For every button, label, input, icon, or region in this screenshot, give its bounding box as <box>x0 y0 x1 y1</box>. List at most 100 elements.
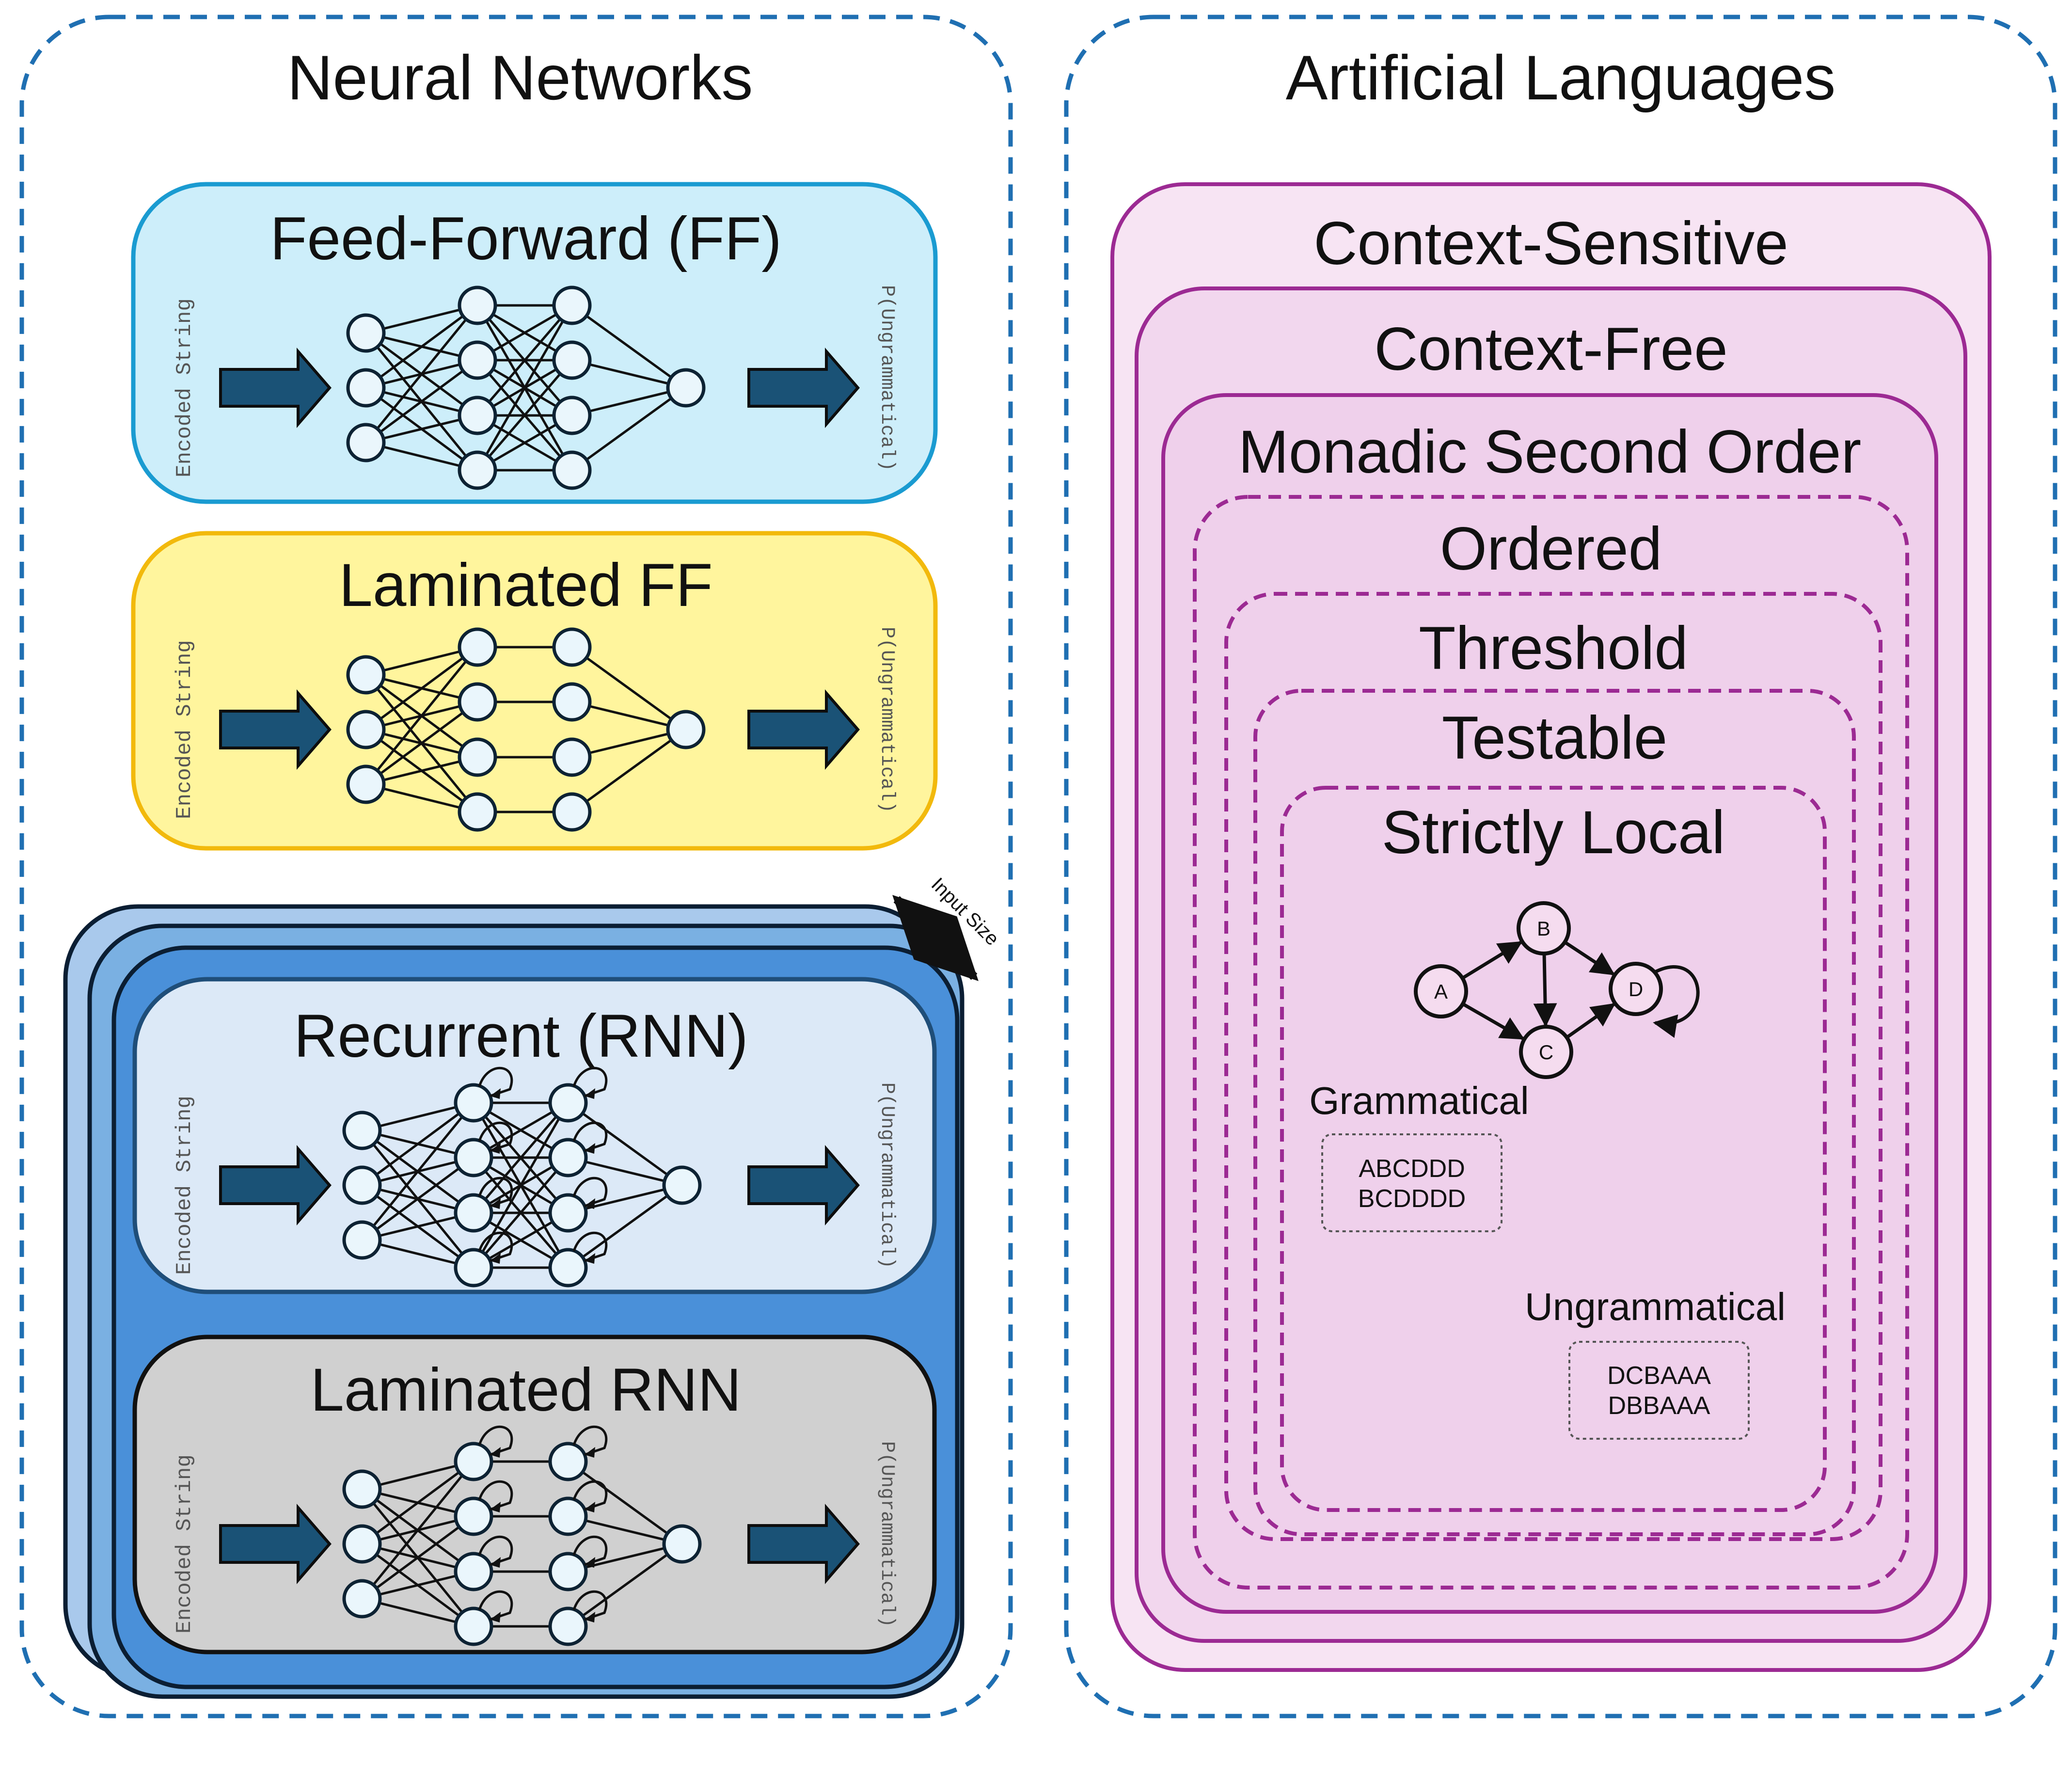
model-box-bg <box>132 977 937 1294</box>
ungrammatical-example: DBBAAA <box>1608 1392 1710 1420</box>
recurrent-loop-icon <box>478 1231 513 1262</box>
neuron-node <box>548 1606 588 1646</box>
neuron-node <box>454 1552 493 1591</box>
recurrent-loop-icon <box>572 1121 608 1152</box>
transition-edge <box>1462 1002 1525 1040</box>
state-node <box>1414 964 1468 1018</box>
neuron-node <box>454 1138 493 1177</box>
recurrent-loop-icon <box>572 1425 608 1456</box>
neuron-node <box>548 1248 588 1288</box>
artificial-languages-title: Artificial Languages <box>1286 42 1836 113</box>
model-title: Recurrent (RNN) <box>294 1002 748 1070</box>
recurrent-loop-icon <box>572 1177 608 1208</box>
transition-edge <box>1533 953 1557 1027</box>
neuron-node <box>346 368 386 408</box>
neural-networks-title: Neural Networks <box>287 42 753 113</box>
neuron-node <box>458 396 497 435</box>
neuron-node <box>458 627 497 667</box>
neuron-node <box>454 1606 493 1646</box>
ungrammatical-examples: Ungrammatical DCBAAA DBBAAA <box>1525 1285 1786 1440</box>
language-class-label: Context-Sensitive <box>1313 210 1788 277</box>
neuron-node <box>346 313 386 353</box>
neuron-node <box>346 710 386 749</box>
transition-edge <box>1564 940 1615 976</box>
language-class-box <box>1280 786 1827 1512</box>
state-label: D <box>1629 978 1643 1001</box>
flow-arrow-icon <box>747 1145 860 1226</box>
recurrent-loop-icon <box>572 1231 608 1262</box>
neuron-node <box>548 1442 588 1481</box>
neuron-node <box>552 737 592 777</box>
recurrent-loop-icon <box>478 1177 513 1208</box>
network-diagram: Encoded String P(Ungrammatical) <box>173 627 898 832</box>
neuron-node <box>552 627 592 667</box>
neuron-node <box>458 340 497 380</box>
neuron-node <box>458 792 497 832</box>
neuron-node <box>454 1442 493 1481</box>
input-label: Encoded String <box>173 1454 197 1634</box>
state-label: B <box>1537 917 1550 940</box>
neuron-node <box>342 1165 382 1205</box>
neuron-node <box>342 1111 382 1150</box>
state-diagram: A B C D <box>1414 901 1700 1079</box>
output-label: P(Ungrammatical) <box>876 1441 898 1627</box>
transition-edge <box>1461 941 1523 980</box>
flow-arrow-icon <box>747 689 860 770</box>
neural-networks-panel: Neural Networks <box>19 15 1013 1718</box>
output-label: P(Ungrammatical) <box>876 1082 898 1269</box>
grammatical-example: ABCDDD <box>1359 1155 1465 1183</box>
input-label: Encoded String <box>173 640 197 819</box>
neuron-node <box>666 368 706 408</box>
language-class-label: Ordered <box>1440 515 1662 583</box>
neuron-node <box>458 737 497 777</box>
state-node <box>1609 962 1663 1016</box>
recurrent-loop-icon <box>572 1590 608 1621</box>
ungrammatical-example: DCBAAA <box>1607 1362 1711 1390</box>
model-title: Laminated RNN <box>310 1356 741 1424</box>
recurrent-loop-icon <box>572 1480 608 1511</box>
neuron-node <box>454 1248 493 1288</box>
recurrent-loop-icon <box>478 1590 513 1621</box>
output-label: P(Ungrammatical) <box>876 627 898 813</box>
state-label: A <box>1434 980 1448 1003</box>
recurrent-loop-icon <box>478 1121 513 1152</box>
neuron-node <box>342 1220 382 1260</box>
model-box-laminated-rnn: Laminated RNN Encoded String P(Ungrammati… <box>132 1335 937 1654</box>
model-box-bg <box>132 1335 937 1654</box>
language-class-label: Testable <box>1442 704 1668 772</box>
state-node <box>1519 1025 1573 1079</box>
network-diagram: Encoded String P(Ungrammatical) <box>173 1066 898 1288</box>
neuron-node <box>548 1138 588 1177</box>
neuron-node <box>552 682 592 722</box>
model-box-bg <box>131 531 938 851</box>
model-title: Feed-Forward (FF) <box>270 205 782 272</box>
neuron-node <box>458 450 497 490</box>
state-label: C <box>1539 1041 1553 1064</box>
neuron-node <box>454 1083 493 1123</box>
neuron-node <box>458 286 497 325</box>
neuron-node <box>346 655 386 695</box>
neuron-node <box>548 1193 588 1233</box>
recurrent-loop-icon <box>478 1425 513 1456</box>
language-class-label: Context-Free <box>1374 316 1727 383</box>
recurrent-loop-icon <box>478 1066 513 1097</box>
neuron-node <box>552 286 592 325</box>
input-label: Encoded String <box>173 1096 197 1275</box>
grammatical-examples: Grammatical ABCDDD BCDDDD <box>1309 1079 1529 1232</box>
flow-arrow-icon <box>219 347 332 429</box>
flow-arrow-icon <box>219 689 332 770</box>
model-title: Laminated FF <box>339 552 712 619</box>
language-class-label: Strictly Local <box>1382 799 1725 866</box>
language-class-label: Threshold <box>1419 615 1688 682</box>
model-box-recurrent: Recurrent (RNN) Encoded String P(Ungramma… <box>132 977 937 1294</box>
neuron-node <box>342 1469 382 1509</box>
grammatical-example: BCDDDD <box>1358 1185 1466 1213</box>
neuron-node <box>346 764 386 804</box>
recurrent-loop-icon <box>572 1066 608 1097</box>
neuron-node <box>346 423 386 462</box>
flow-arrow-icon <box>219 1145 332 1226</box>
neuron-node <box>342 1579 382 1619</box>
